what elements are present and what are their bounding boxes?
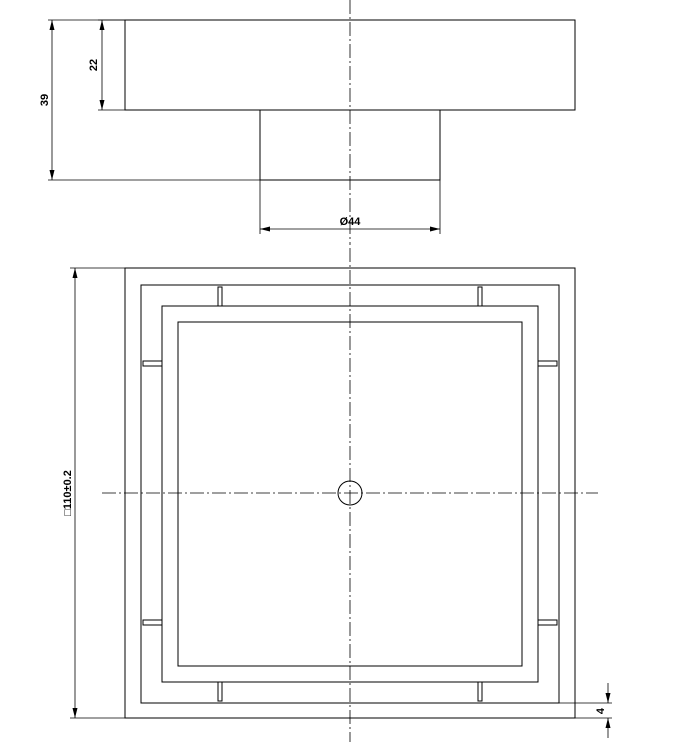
tab-top-left — [217, 286, 223, 307]
dimension-39: 39 — [39, 19, 260, 181]
grate-inner — [177, 321, 523, 667]
center-hole — [337, 480, 363, 506]
tab-bottom-right — [477, 681, 483, 702]
outlet-body — [259, 109, 441, 181]
dimension-label-39: 39 — [39, 94, 51, 106]
tab-left-top — [142, 360, 163, 367]
dimension-square: □110±0.2 — [62, 267, 125, 719]
plan-view: □110±0.2 4 — [62, 248, 612, 742]
tab-top-right — [477, 286, 483, 307]
dimension-22: 22 — [88, 19, 125, 111]
inner-frame — [140, 284, 560, 704]
tab-right-bottom — [537, 619, 558, 626]
tab-bottom-left — [217, 681, 223, 702]
dimension-label-square: □110±0.2 — [62, 470, 74, 516]
dimension-label-diameter: Ø44 — [340, 216, 362, 228]
elevation-view: 22 39 Ø44 — [39, 0, 576, 245]
dimension-4: 4 — [559, 683, 612, 738]
dimension-label-22: 22 — [88, 59, 100, 71]
grate-outer — [161, 305, 539, 683]
tab-right-top — [537, 360, 558, 367]
dimension-label-4: 4 — [595, 707, 607, 714]
dimension-diameter: Ø44 — [259, 180, 441, 234]
tab-left-bottom — [142, 619, 163, 626]
outer-frame — [124, 267, 576, 719]
